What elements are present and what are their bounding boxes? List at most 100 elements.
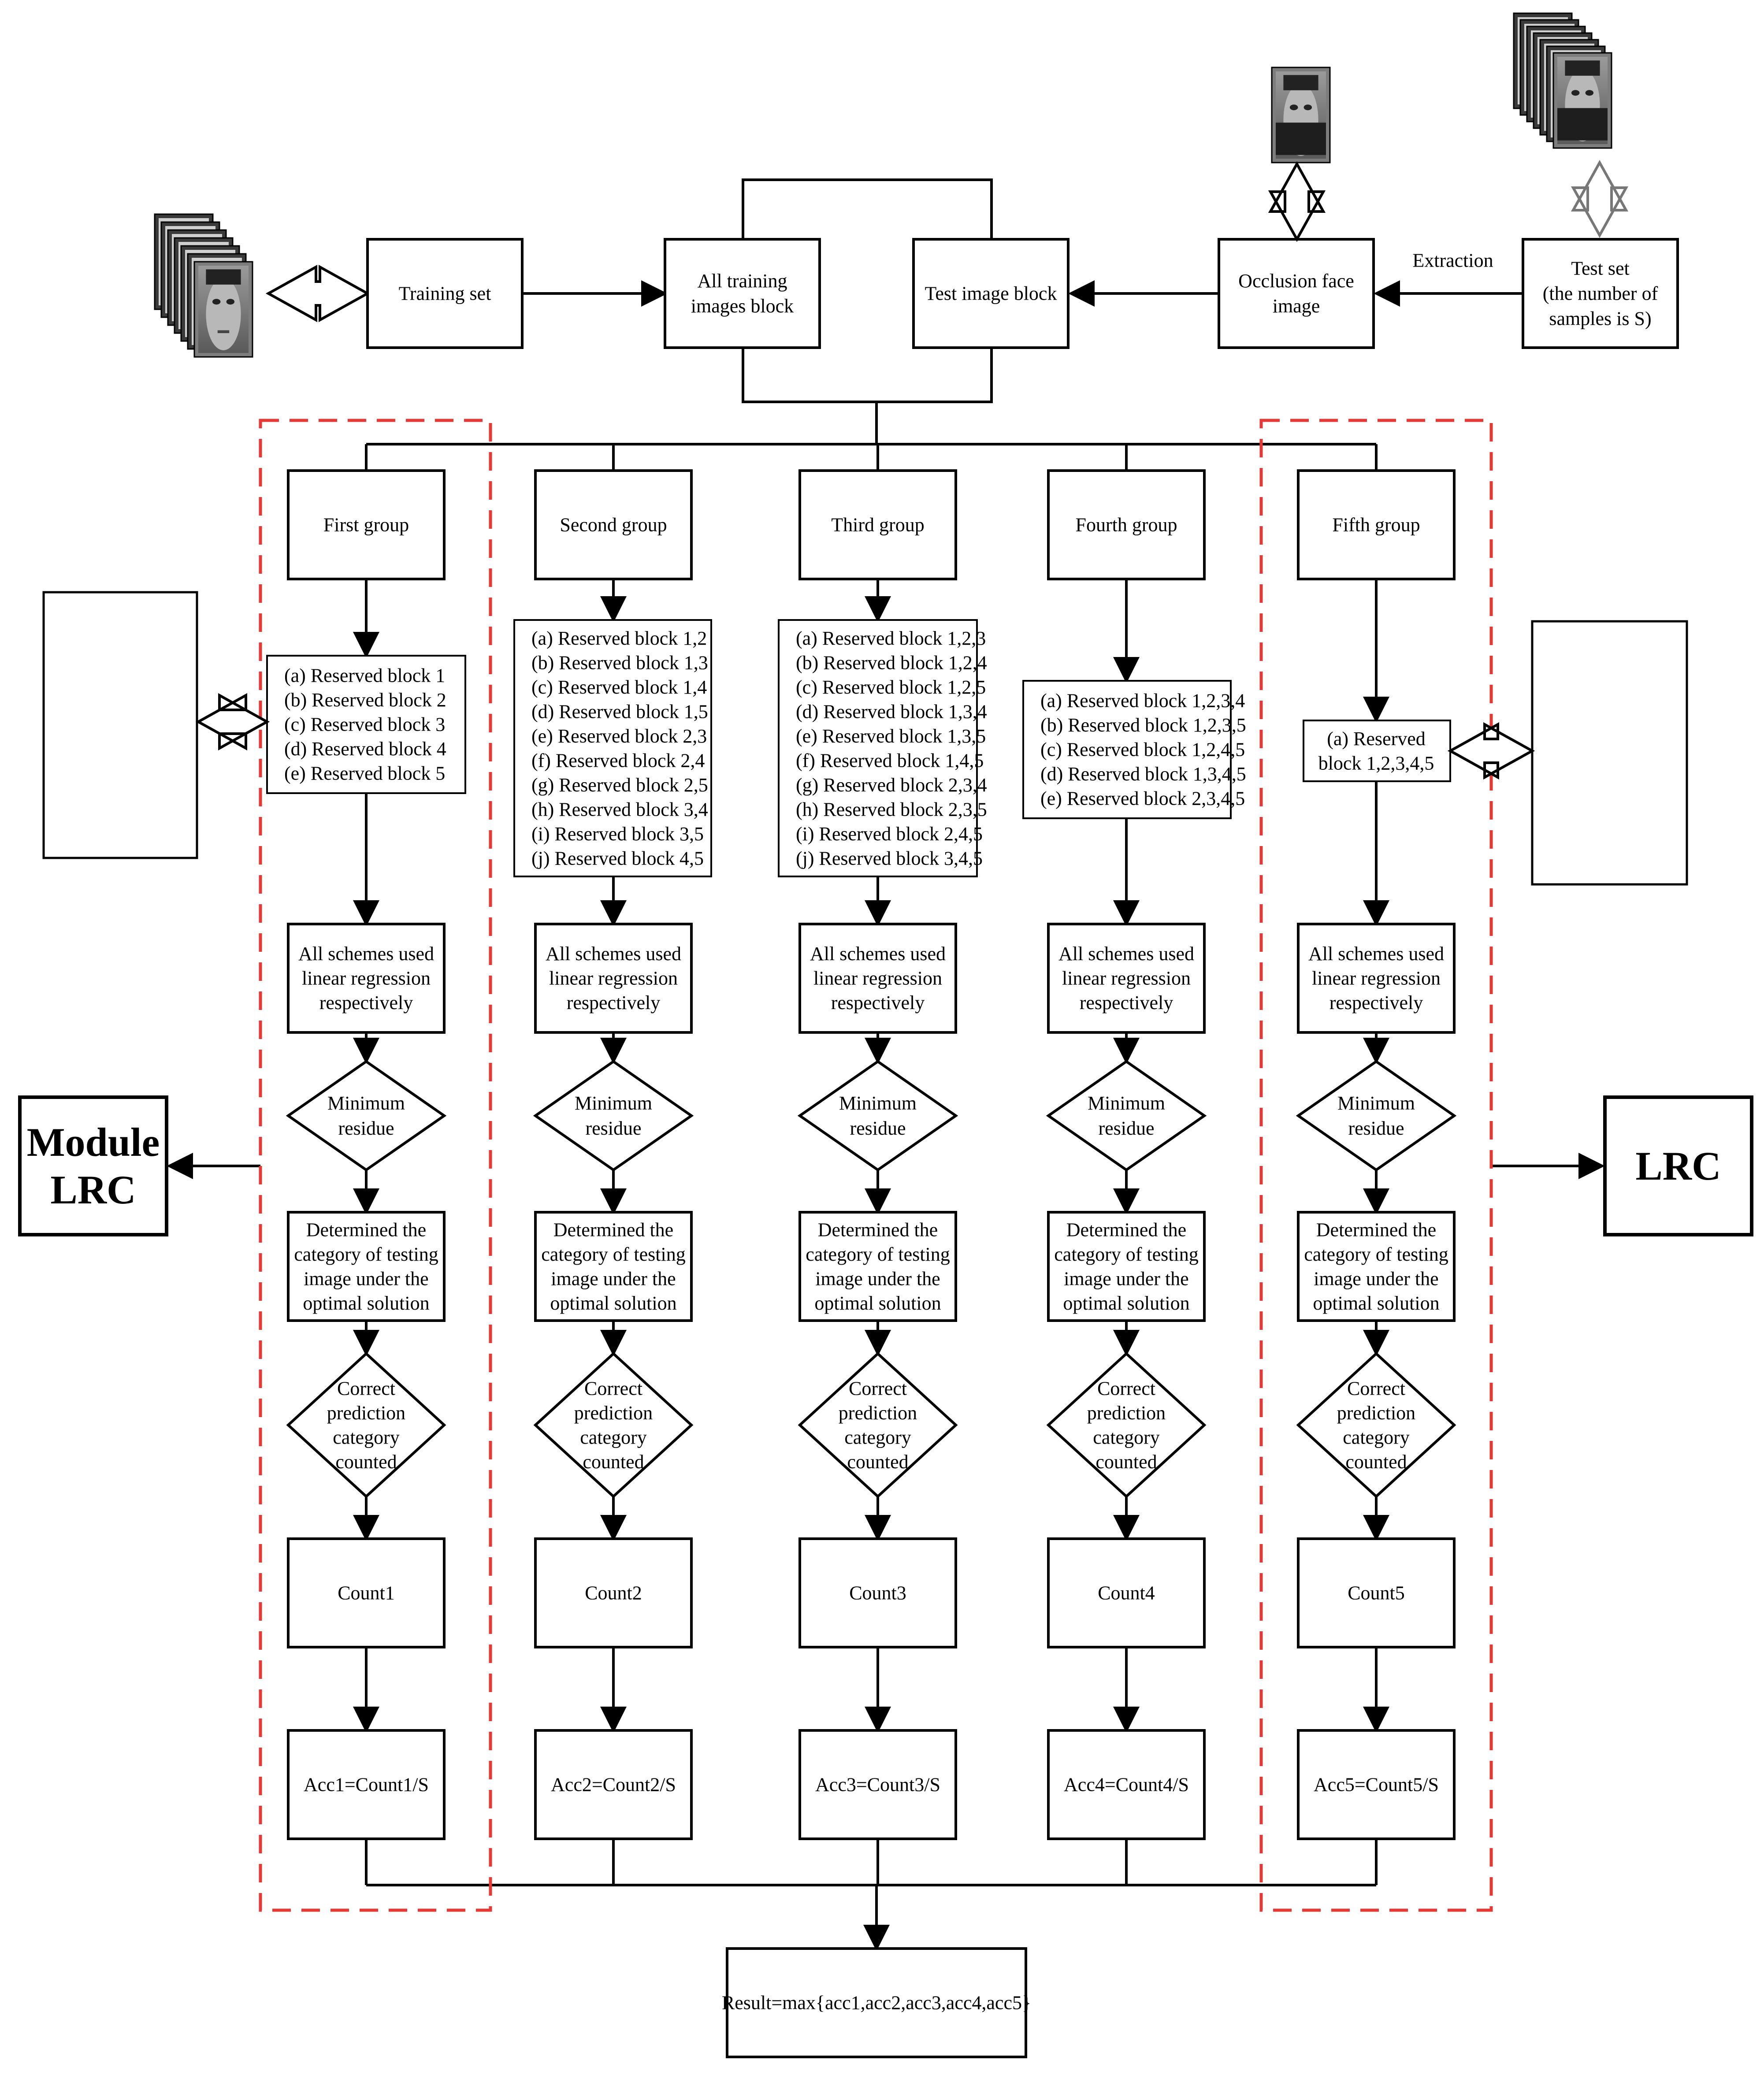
group-2-title-box: [534, 469, 693, 580]
group-4-correct-text: counted: [1096, 1451, 1157, 1473]
training-set-label: Training set: [399, 283, 491, 304]
test-set-box: [1522, 238, 1679, 349]
group-3-blocks-text: (i) Reserved block 2,4,5: [796, 823, 983, 845]
lrc-frame: [1259, 419, 1493, 1912]
group-3-blocks-text: (h) Reserved block 2,3,5: [796, 798, 987, 820]
test-face-stack: [1513, 12, 1612, 149]
test-set-label: Test set: [1571, 258, 1630, 279]
all-training-box: [664, 238, 821, 349]
group-2-minimum-text: Minimum: [575, 1092, 652, 1114]
result-text: Result=max{acc1,acc2,acc3,acc4,acc5}: [722, 1992, 1031, 2014]
group-2-regression-text: respectively: [567, 992, 661, 1013]
group-3-minimum-text: Minimum: [839, 1092, 917, 1114]
group-2-determined-text: Determined the: [553, 1219, 673, 1240]
group-4-regression-text: linear regression: [1062, 968, 1191, 989]
group-5-correct-text: Correct: [1347, 1377, 1405, 1399]
group-2-blocks-text: (g) Reserved block 2,5: [531, 774, 708, 796]
group-2-count-box: [534, 1537, 693, 1648]
group-3-blocks-text: (g) Reserved block 2,3,4: [796, 774, 987, 796]
group-5-determined-box: [1297, 1211, 1456, 1322]
group-2-determined-box: [534, 1211, 693, 1322]
group-4-determined-text: optimal solution: [1063, 1292, 1189, 1314]
group-5-title: Fifth group: [1332, 514, 1420, 536]
right-example-arrow: [1447, 722, 1535, 780]
training-link-arrow: [265, 264, 371, 323]
group-1-minimum-text: Minimum: [327, 1092, 405, 1114]
group-5-determined-text: optimal solution: [1313, 1292, 1439, 1314]
group-2-acc-text: Acc2=Count2/S: [551, 1774, 676, 1796]
group-4-correct-text: category: [1093, 1426, 1159, 1448]
group-4-determined-text: Determined the: [1066, 1219, 1186, 1240]
group-5-acc-box: [1297, 1729, 1456, 1840]
group-3-regression-text: All schemes used: [810, 943, 946, 965]
group-1-determined-text: image under the: [304, 1268, 428, 1289]
group-1-blocks-text: (c) Reserved block 3: [284, 714, 445, 735]
group-4-determined-box: [1047, 1211, 1206, 1322]
group-4-minimum-diamond: [1046, 1060, 1207, 1172]
group-2-blocks-box: [513, 619, 712, 877]
group-2-blocks-text: (a) Reserved block 1,2: [531, 627, 707, 649]
occlusion-link-arrow: [1268, 161, 1326, 242]
module-lrc-label: Module: [27, 1120, 160, 1165]
group-5-title-box: [1297, 469, 1456, 580]
occlusion-box: [1218, 238, 1375, 349]
group-5-determined-text: Determined the: [1316, 1219, 1436, 1240]
group-4-blocks-text: (d) Reserved block 1,3,4,5: [1040, 763, 1246, 785]
group-3-blocks-box: [778, 619, 978, 877]
group-3-title: Third group: [831, 514, 924, 536]
group-2-blocks-text: (j) Reserved block 4,5: [531, 847, 704, 869]
group-1-determined-text: category of testing: [294, 1244, 438, 1265]
group-2-determined-text: optimal solution: [550, 1292, 676, 1314]
group-2-determined-text: category of testing: [541, 1244, 685, 1265]
lrc-label: LRC: [1635, 1143, 1721, 1188]
group-3-blocks-text: (j) Reserved block 3,4,5: [796, 847, 983, 869]
group-3-regression-text: respectively: [831, 992, 925, 1013]
group-4-blocks-text: (a) Reserved block 1,2,3,4: [1040, 690, 1245, 712]
extraction-label: Extraction: [1412, 250, 1493, 271]
group-4-determined-text: category of testing: [1054, 1244, 1198, 1265]
group-3-regression-box: [798, 923, 957, 1034]
group-1-blocks-text: (e) Reserved block 5: [284, 763, 445, 784]
group-1-minimum-text: residue: [338, 1117, 394, 1139]
module-lrc-label: LRC: [50, 1167, 136, 1212]
nodes: [18, 160, 1753, 2058]
group-3-count-text: Count3: [849, 1582, 906, 1604]
group-4-blocks-text: (b) Reserved block 1,2,3,5: [1040, 714, 1246, 736]
group-3-correct-text: Correct: [849, 1377, 907, 1399]
group-5-blocks-text: (a) Reserved: [1327, 728, 1426, 750]
connectors: [167, 178, 1605, 1951]
group-1-blocks-text: (d) Reserved block 4: [284, 738, 446, 760]
group-4-regression-text: respectively: [1080, 992, 1174, 1013]
group-5-regression-text: linear regression: [1312, 968, 1441, 989]
group-3-blocks-text: (c) Reserved block 1,2,5: [796, 676, 986, 698]
group-5-blocks-box: [1303, 720, 1451, 782]
group-1-correct-diamond: [286, 1351, 446, 1499]
group-3-determined-box: [798, 1211, 957, 1322]
group-1-title: First group: [323, 514, 409, 536]
group-2-minimum-diamond: [533, 1060, 694, 1172]
group-2-blocks-text: (b) Reserved block 1,3: [531, 652, 708, 673]
group-3-determined-text: optimal solution: [814, 1292, 941, 1314]
group-3-blocks-text: (d) Reserved block 1,3,4: [796, 701, 987, 722]
group-4-regression-text: All schemes used: [1058, 943, 1194, 965]
group-3-title-box: [798, 469, 957, 580]
group-2-correct-text: prediction: [574, 1402, 653, 1424]
group-5-regression-text: All schemes used: [1308, 943, 1444, 965]
group-3-determined-text: image under the: [815, 1268, 940, 1289]
occlusion-label: Occlusion face: [1238, 270, 1354, 292]
group-2-blocks-text: (i) Reserved block 3,5: [531, 823, 704, 845]
lrc-box: [1603, 1095, 1753, 1236]
group-3-blocks-text: (f) Reserved block 1,4,5: [796, 750, 984, 771]
group-3-blocks-text: (a) Reserved block 1,2,3: [796, 627, 986, 649]
group-5-determined-text: category of testing: [1304, 1244, 1448, 1265]
test-image-block-label: Test image block: [925, 283, 1057, 304]
loop-bottom: [742, 348, 993, 403]
group-4-determined-text: image under the: [1064, 1268, 1188, 1289]
occlusion-label: image: [1273, 295, 1320, 317]
group-2-blocks-text: (h) Reserved block 3,4: [531, 798, 708, 820]
group-2-correct-text: Correct: [584, 1377, 642, 1399]
group-5-acc-text: Acc5=Count5/S: [1314, 1774, 1439, 1796]
training-face-stack: [154, 213, 253, 358]
